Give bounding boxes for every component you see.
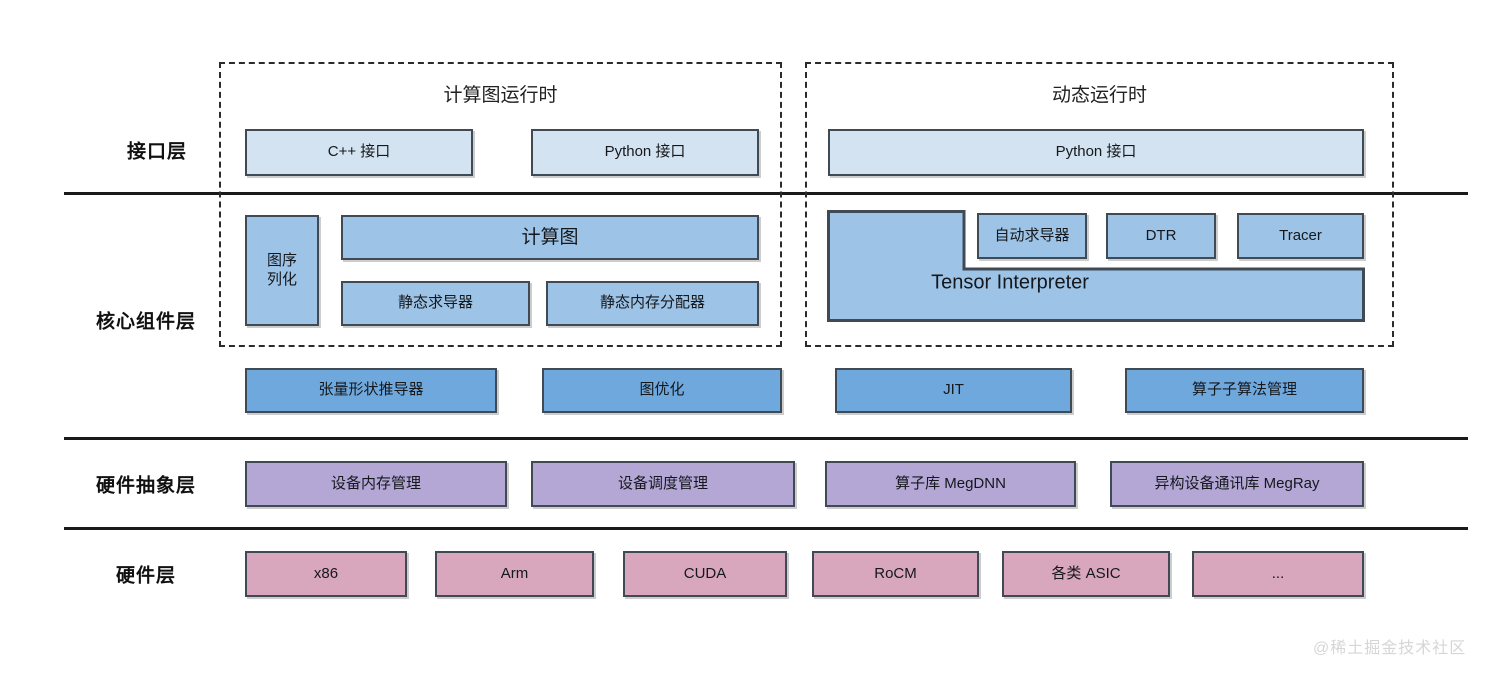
watermark: @稀土掘金技术社区 <box>1313 640 1467 657</box>
node-hw-rocm[interactable]: RoCM <box>812 551 979 597</box>
node-python-interface-graph[interactable]: Python 接口 <box>531 129 759 176</box>
layer-label-hardware: 硬件层 <box>115 565 177 587</box>
node-device-scheduling-management[interactable]: 设备调度管理 <box>531 461 795 507</box>
node-megdnn-operator-library[interactable]: 算子库 MegDNN <box>825 461 1076 507</box>
group-dynamic-runtime: 动态运行时 <box>805 62 1394 347</box>
node-computation-graph[interactable]: 计算图 <box>341 215 759 260</box>
node-hw-others[interactable]: ... <box>1192 551 1364 597</box>
node-hw-cuda[interactable]: CUDA <box>623 551 787 597</box>
node-graph-optimization[interactable]: 图优化 <box>542 368 782 413</box>
layer-label-hardware-abstraction: 硬件抽象层 <box>95 475 197 497</box>
node-graph-serialization[interactable]: 图序 列化 <box>245 215 319 326</box>
node-graph-serialization-line2: 列化 <box>266 270 297 288</box>
divider-interface-core <box>64 192 1468 195</box>
group-title-graph-runtime: 计算图运行时 <box>443 85 558 106</box>
node-hw-asic[interactable]: 各类 ASIC <box>1002 551 1170 597</box>
node-operator-algorithm-management[interactable]: 算子子算法管理 <box>1125 368 1364 413</box>
node-tensor-shape-deducer[interactable]: 张量形状推导器 <box>245 368 497 413</box>
node-static-autodiff[interactable]: 静态求导器 <box>341 281 530 326</box>
node-device-memory-management[interactable]: 设备内存管理 <box>245 461 507 507</box>
node-cpp-interface[interactable]: C++ 接口 <box>245 129 473 176</box>
node-auto-autodiff[interactable]: 自动求导器 <box>977 213 1087 259</box>
node-dtr[interactable]: DTR <box>1106 213 1216 259</box>
node-tensor-interpreter[interactable] <box>827 210 1367 322</box>
layer-label-core-component: 核心组件层 <box>95 311 197 333</box>
node-python-interface-dynamic[interactable]: Python 接口 <box>828 129 1364 176</box>
divider-core-hal <box>64 437 1468 440</box>
node-static-memory-allocator[interactable]: 静态内存分配器 <box>546 281 759 326</box>
node-hw-arm[interactable]: Arm <box>435 551 594 597</box>
node-graph-serialization-line1: 图序 <box>266 251 297 269</box>
group-graph-runtime: 计算图运行时 <box>219 62 782 347</box>
node-jit[interactable]: JIT <box>835 368 1072 413</box>
node-tracer[interactable]: Tracer <box>1237 213 1364 259</box>
node-hw-x86[interactable]: x86 <box>245 551 407 597</box>
node-megray-communication-library[interactable]: 异构设备通讯库 MegRay <box>1110 461 1364 507</box>
divider-hal-hardware <box>64 527 1468 530</box>
layer-label-interface: 接口层 <box>126 141 188 163</box>
group-title-dynamic-runtime: 动态运行时 <box>1051 85 1147 106</box>
